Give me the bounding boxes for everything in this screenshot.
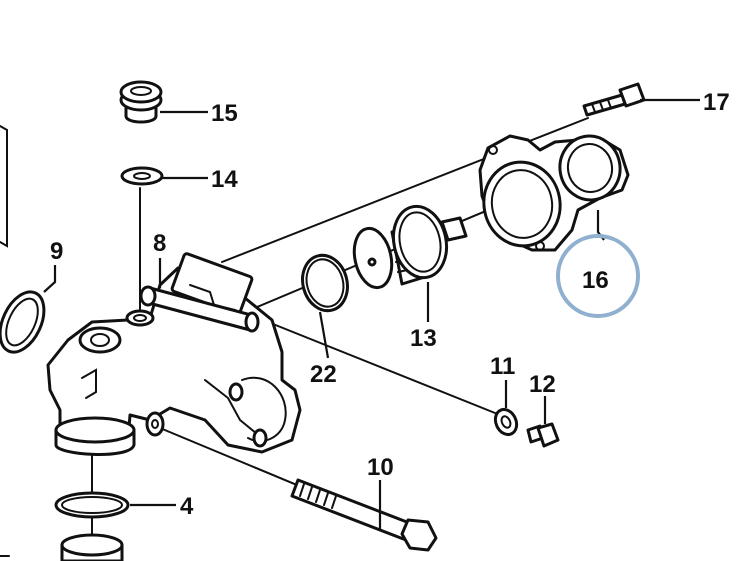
part-bottom-pipe bbox=[60, 533, 124, 561]
part-4-oring bbox=[54, 491, 130, 519]
part-12-bolt bbox=[526, 422, 560, 448]
callout-9: 9 bbox=[50, 238, 63, 265]
callout-15: 15 bbox=[211, 100, 238, 127]
callout-11: 11 bbox=[490, 353, 515, 380]
callout-22: 22 bbox=[310, 361, 337, 388]
leader-lines bbox=[43, 98, 700, 530]
callout-4: 4 bbox=[180, 493, 194, 520]
callout-8: 8 bbox=[153, 230, 166, 257]
part-9-oring bbox=[0, 290, 46, 354]
callout-12: 12 bbox=[529, 371, 556, 398]
left-edge-fragment bbox=[0, 125, 10, 557]
part-thermostat-housing bbox=[46, 252, 302, 456]
part-17-screw bbox=[582, 82, 646, 117]
part-16-outlet-cover bbox=[478, 134, 630, 252]
part-10-long-bolt bbox=[290, 478, 438, 552]
callout-14: 14 bbox=[211, 166, 238, 193]
callout-13: 13 bbox=[410, 325, 437, 352]
highlight-ring-16 bbox=[556, 234, 640, 318]
part-11-washer bbox=[493, 407, 519, 437]
callout-10: 10 bbox=[367, 454, 394, 481]
part-13-thermostat bbox=[352, 204, 468, 290]
part-22-oring bbox=[301, 253, 349, 313]
part-14-washer bbox=[120, 166, 164, 186]
callout-17: 17 bbox=[703, 89, 730, 116]
callout-16: 16 bbox=[582, 267, 609, 294]
part-15-plug bbox=[119, 80, 163, 124]
